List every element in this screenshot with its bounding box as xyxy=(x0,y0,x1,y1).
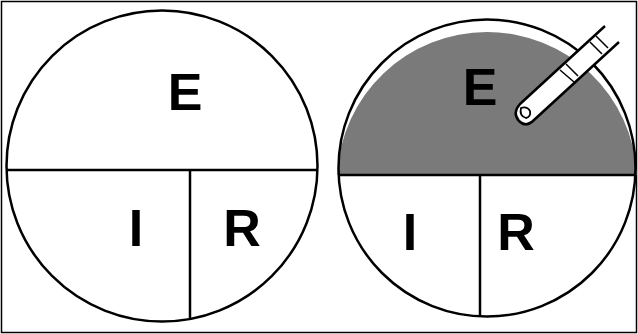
quantity-letter: E xyxy=(168,66,203,118)
circle-border xyxy=(7,11,318,322)
divider-line xyxy=(479,175,482,317)
ohm-circle: E I R xyxy=(5,9,319,323)
quantity-letter: I xyxy=(403,206,417,258)
quantity-letter: R xyxy=(497,206,535,258)
shaded-segment xyxy=(337,32,637,175)
ohm-circle: E I R xyxy=(337,18,637,318)
quantity-letter: E xyxy=(463,61,498,113)
divider-line xyxy=(338,174,636,177)
quantity-letter: I xyxy=(129,202,143,254)
quantity-letter: R xyxy=(223,202,261,254)
divider-line xyxy=(189,170,192,319)
circle-outline xyxy=(5,9,319,323)
circle-border xyxy=(339,20,636,317)
divider-line xyxy=(6,169,318,172)
